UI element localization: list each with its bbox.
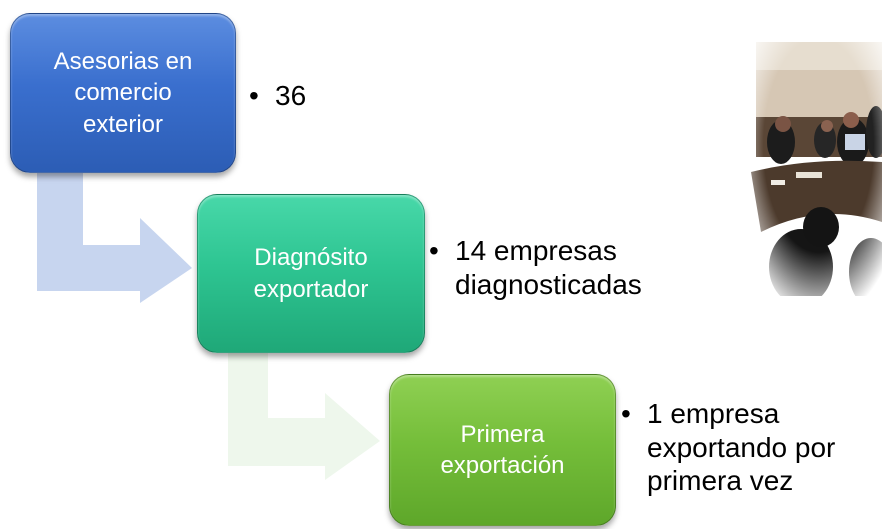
- step-detail-diagnostico: 14 empresas diagnosticadas: [429, 234, 729, 301]
- step-box-asesorias: Asesorias en comercio exterior: [10, 13, 236, 173]
- meeting-room-photo: [741, 22, 882, 296]
- step-detail-list-1: 36: [249, 79, 409, 113]
- connector-arrow-1-shape: [37, 173, 192, 303]
- step-detail-primera-exportacion: 1 empresa exportando por primera vez: [621, 397, 882, 498]
- step-box-primera-exportacion: Primera exportación: [389, 374, 616, 526]
- connector-arrow-2-shape: [228, 353, 380, 480]
- step-label-diagnostico: Diagnósito exportador: [253, 244, 369, 303]
- step-label-primera-exportacion: Primera exportación: [440, 420, 565, 479]
- step-detail-asesorias: 36: [249, 79, 409, 113]
- step-detail-list-3: 1 empresa exportando por primera vez: [621, 397, 882, 498]
- step-label-asesorias: Asesorias en comercio exterior: [53, 48, 193, 138]
- meeting-photo-illustration: [741, 22, 882, 296]
- step-box-diagnostico: Diagnósito exportador: [197, 194, 425, 353]
- step-detail-list-2: 14 empresas diagnosticadas: [429, 234, 729, 301]
